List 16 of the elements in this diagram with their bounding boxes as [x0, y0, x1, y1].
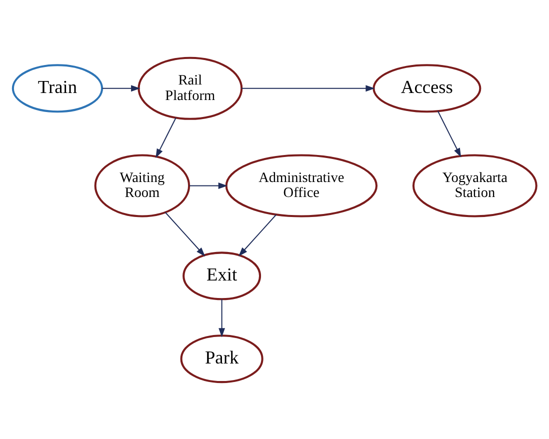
node-ellipse: Rail Platform — [138, 56, 243, 120]
arrow — [189, 182, 228, 188]
node-ellipse: Administrative Office — [225, 154, 378, 217]
node-ellipse: Train — [12, 64, 104, 112]
arrow — [242, 84, 375, 92]
arrow — [102, 84, 140, 92]
arrow — [238, 214, 277, 256]
node-ellipse: Access — [372, 64, 482, 112]
node-ellipse: Exit — [182, 251, 262, 300]
arrow — [164, 211, 206, 256]
node-ellipse: Park — [180, 334, 264, 383]
arrow — [218, 298, 226, 337]
arrow — [437, 110, 462, 157]
arrow — [156, 117, 176, 158]
node-ellipse: Waiting Room — [94, 154, 190, 217]
node-ellipse: Yogyakarta Station — [412, 154, 538, 217]
